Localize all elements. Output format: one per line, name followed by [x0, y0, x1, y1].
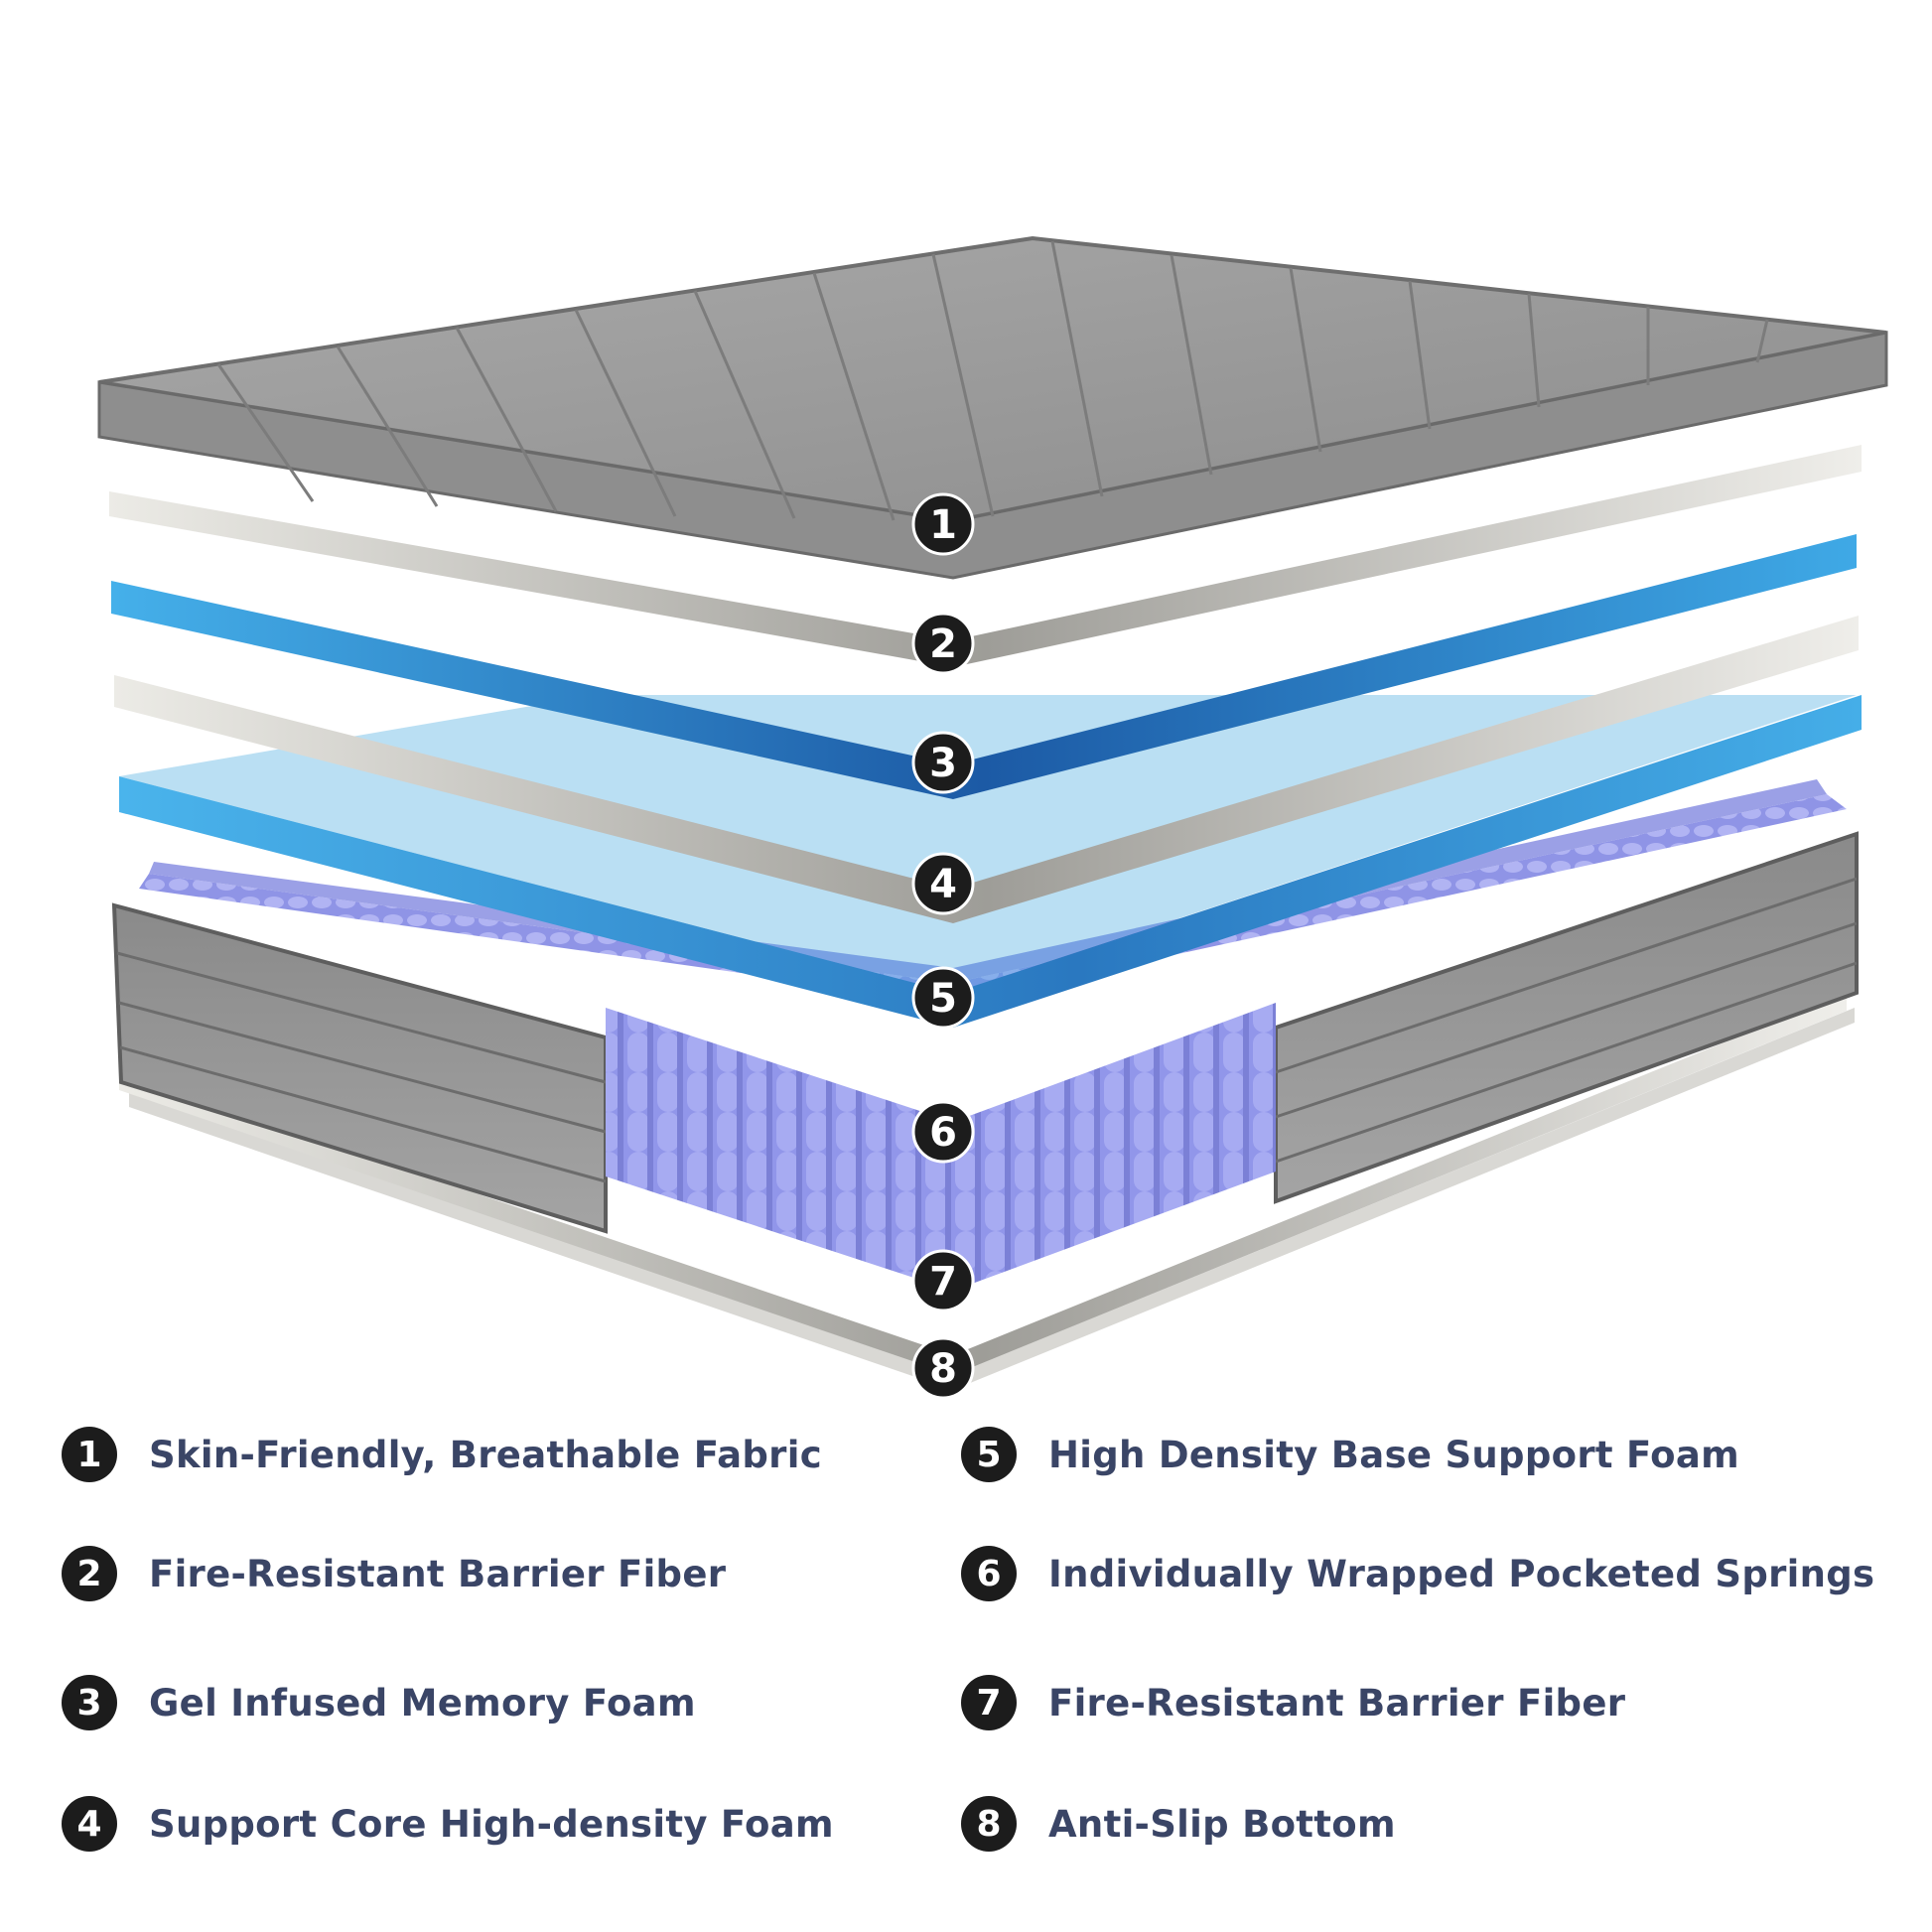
layer-3-gel-memory-foam	[111, 534, 1857, 799]
fabric-quilting	[216, 240, 1769, 521]
legend-item-8: 8 Anti-Slip Bottom	[961, 1789, 1396, 1859]
legend-label: Individually Wrapped Pocketed Springs	[1048, 1552, 1875, 1595]
diagram-badge-circle	[911, 612, 975, 675]
diagram-badges: 1 2 3 4 5 6 7 8	[911, 492, 975, 1400]
legend-item-2: 2 Fire-Resistant Barrier Fiber	[62, 1539, 726, 1608]
layer-4-support-core-foam	[114, 616, 1859, 923]
diagram-badge-number: 2	[929, 621, 957, 667]
diagram-badge-circle	[911, 1100, 975, 1164]
legend-item-7: 7 Fire-Resistant Barrier Fiber	[961, 1668, 1625, 1737]
diagram-badge-number: 4	[929, 862, 957, 907]
diagram-badge-number: 6	[929, 1110, 957, 1156]
legend-badge: 3	[62, 1675, 117, 1730]
layer-2-barrier-fiber	[109, 445, 1862, 667]
diagram-badge-1: 1	[911, 492, 975, 556]
diagram-badge-number: 1	[929, 502, 957, 548]
legend-badge: 1	[62, 1427, 117, 1482]
diagram-badge-6: 6	[911, 1100, 975, 1164]
diagram-badge-number: 8	[929, 1346, 957, 1392]
diagram-badge-circle	[911, 852, 975, 915]
mattress-layers-diagram: 1 2 3 4 5 6 7 8	[97, 235, 1888, 1400]
legend-label: High Density Base Support Foam	[1048, 1433, 1739, 1476]
diagram-badge-number: 3	[929, 741, 957, 786]
diagram-badge-number: 7	[929, 1259, 957, 1305]
encasement-quilting	[116, 877, 1858, 1183]
diagram-badge-circle	[911, 1249, 975, 1312]
legend-badge: 2	[62, 1546, 117, 1601]
legend-label: Skin-Friendly, Breathable Fabric	[149, 1433, 822, 1476]
legend-label: Fire-Resistant Barrier Fiber	[149, 1552, 727, 1595]
diagram-badge-3: 3	[911, 731, 975, 794]
diagram-badge-7: 7	[911, 1249, 975, 1312]
spring-encasement-left	[111, 902, 608, 1234]
diagram-badge-4: 4	[911, 852, 975, 915]
diagram-badge-number: 5	[929, 976, 957, 1022]
legend-item-3: 3 Gel Infused Memory Foam	[62, 1668, 696, 1737]
diagram-badge-2: 2	[911, 612, 975, 675]
legend-item-5: 5 High Density Base Support Foam	[961, 1420, 1739, 1489]
legend-label: Support Core High-density Foam	[149, 1802, 834, 1846]
legend-label: Anti-Slip Bottom	[1048, 1802, 1396, 1846]
legend-item-4: 4 Support Core High-density Foam	[62, 1789, 834, 1859]
diagram-badge-8: 8	[911, 1336, 975, 1400]
diagram-badge-circle	[911, 1336, 975, 1400]
legend-label: Fire-Resistant Barrier Fiber	[1048, 1681, 1626, 1725]
legend-item-1: 1 Skin-Friendly, Breathable Fabric	[62, 1420, 822, 1489]
diagram-badge-5: 5	[911, 966, 975, 1030]
legend-badge: 7	[961, 1675, 1017, 1730]
legend-badge: 8	[961, 1796, 1017, 1852]
diagram-badge-circle	[911, 731, 975, 794]
diagram-badge-circle	[911, 966, 975, 1030]
legend-badge: 5	[961, 1427, 1017, 1482]
legend-label: Gel Infused Memory Foam	[149, 1681, 696, 1725]
legend-item-6: 6 Individually Wrapped Pocketed Springs	[961, 1539, 1874, 1608]
diagram-badge-circle	[911, 492, 975, 556]
legend-badge: 4	[62, 1796, 117, 1852]
legend-badge: 6	[961, 1546, 1017, 1601]
